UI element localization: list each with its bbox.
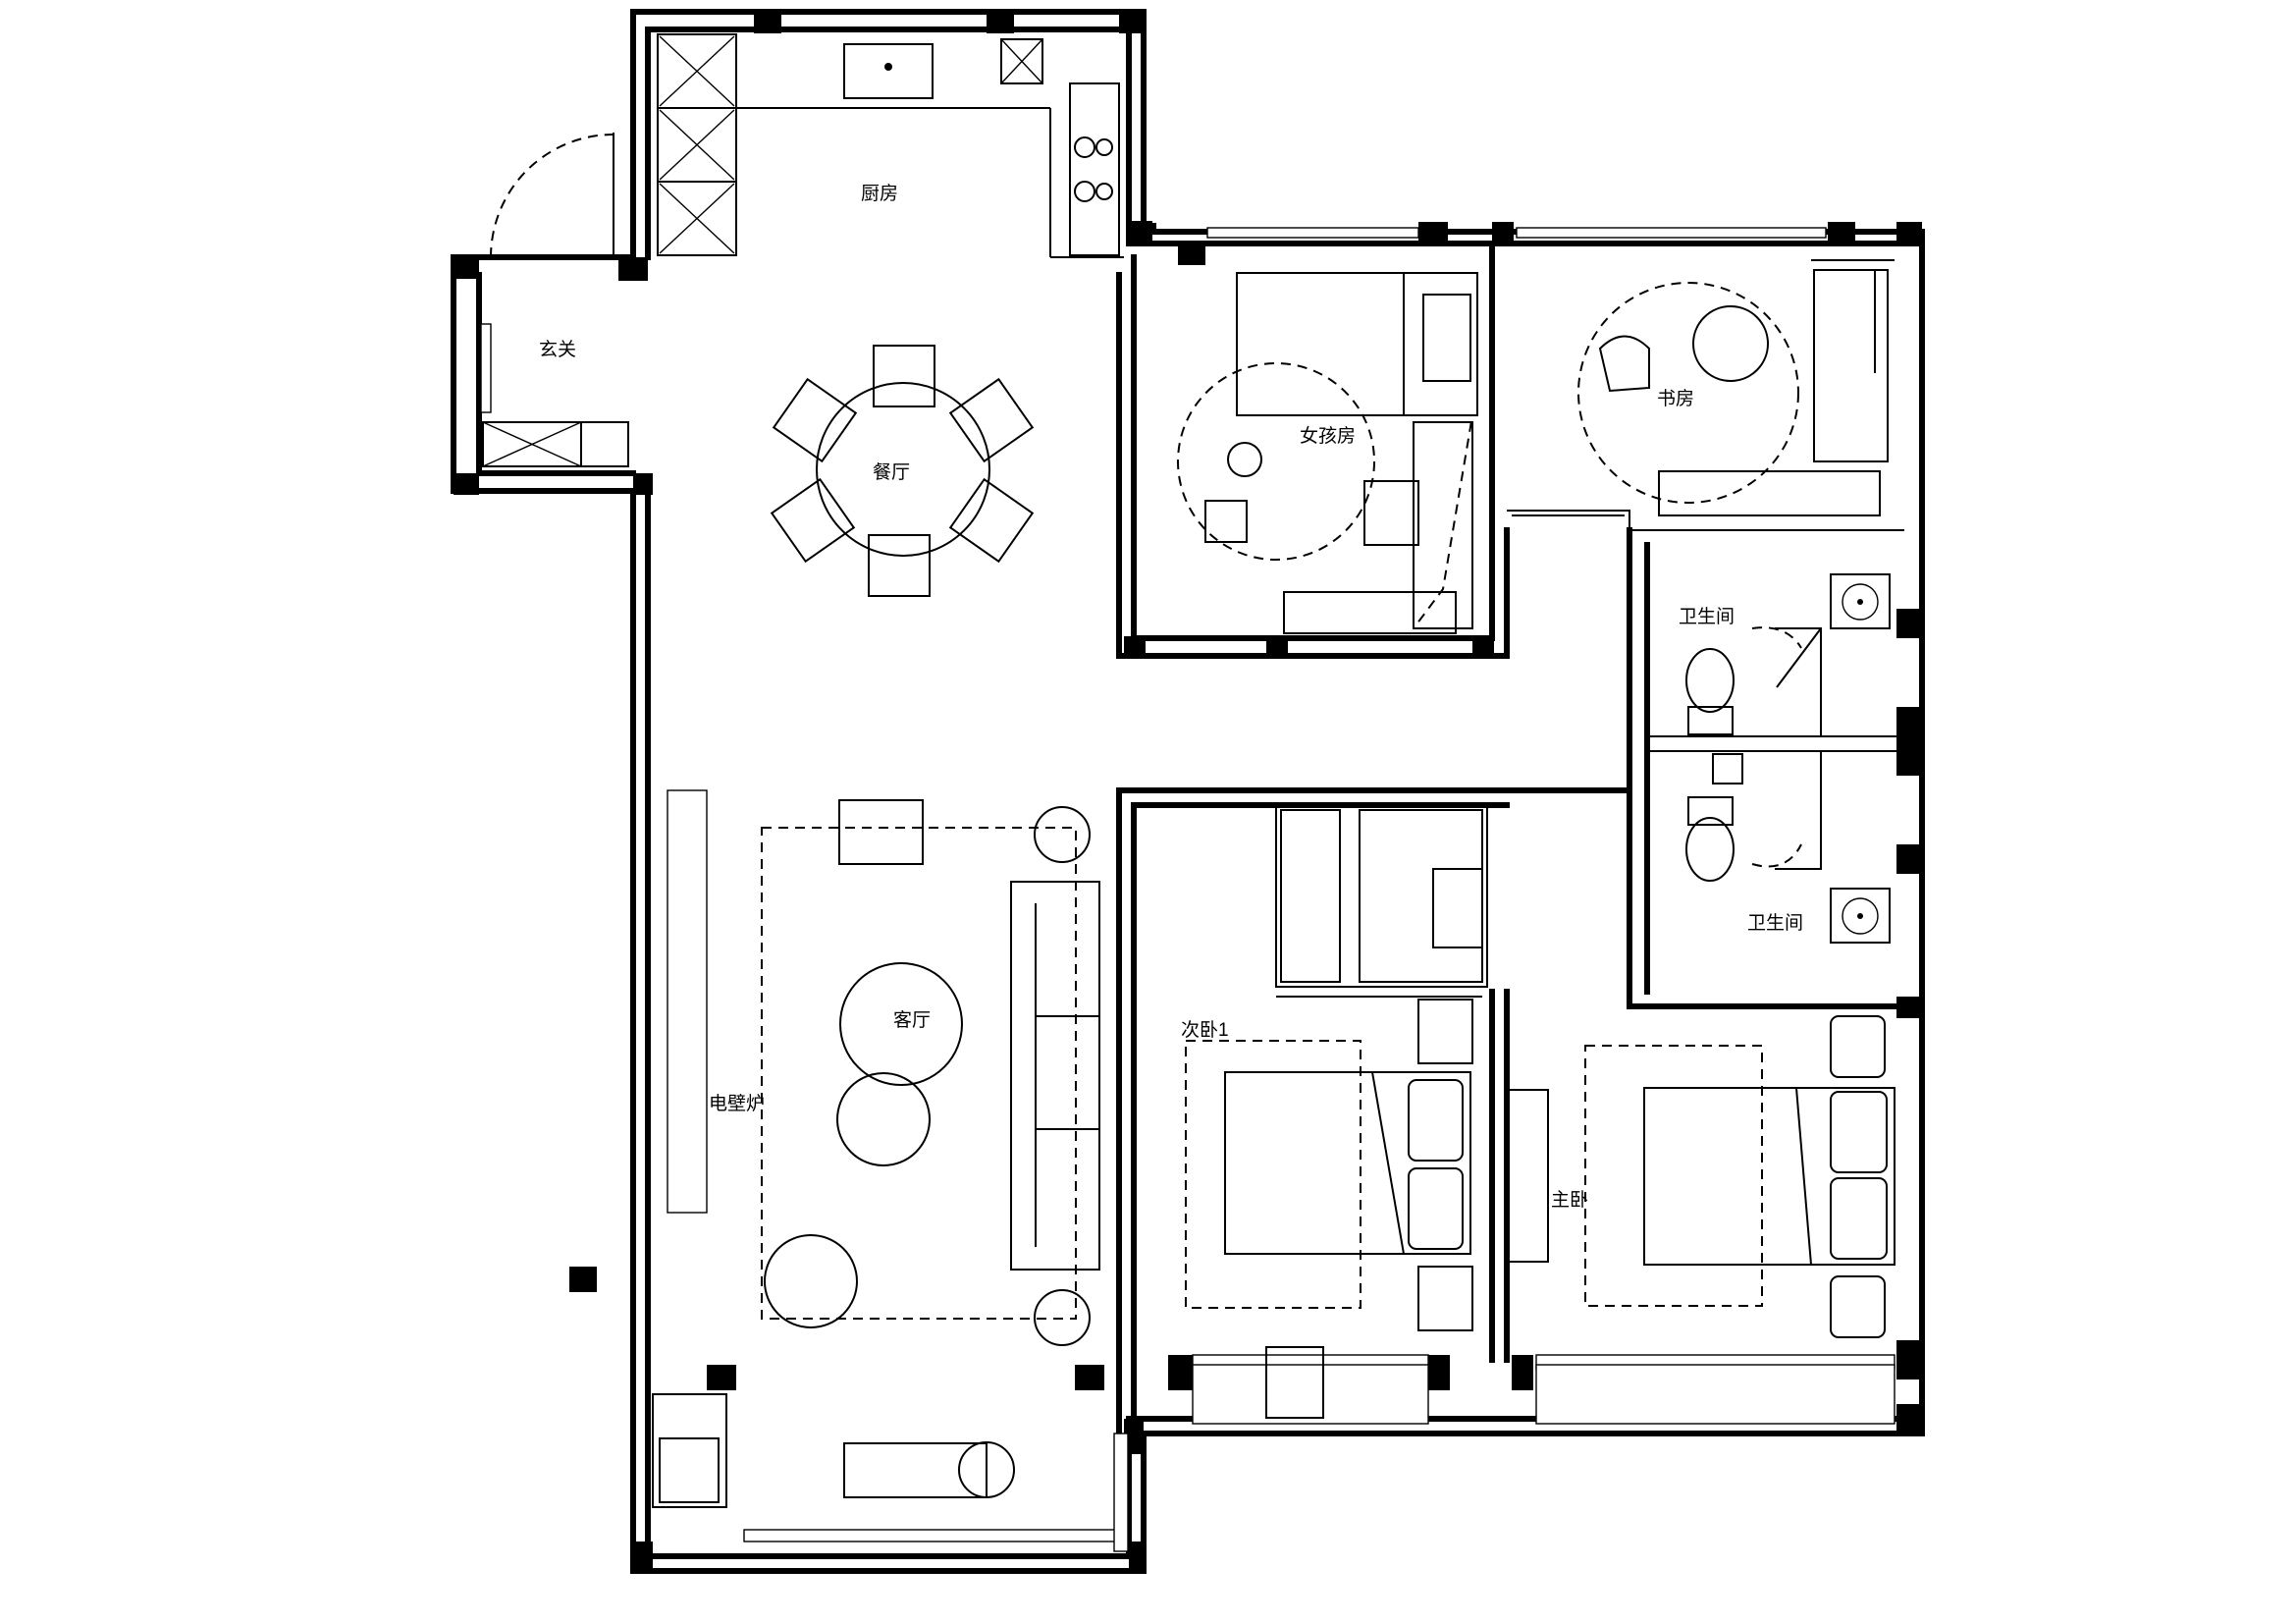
living-furniture [761, 799, 1100, 1498]
study-label: 书房 [1657, 388, 1694, 409]
bath-lower-label: 卫生间 [1747, 912, 1803, 934]
living-label: 客厅 [893, 1009, 931, 1031]
appliance-bottom-left [652, 1393, 727, 1508]
second-bedroom-furniture [1185, 809, 1483, 1419]
dining-label: 餐厅 [873, 461, 910, 483]
kitchen-label: 厨房 [861, 183, 898, 204]
master-bedroom-label: 主卧 [1551, 1189, 1588, 1211]
entry-cabinet [482, 421, 629, 467]
structural-columns [454, 12, 1922, 1571]
bathroom-lower-fixtures [1685, 751, 1891, 944]
master-bedroom-furniture [1508, 1015, 1896, 1338]
girl-room-label: 女孩房 [1300, 425, 1356, 447]
entry-label: 玄关 [539, 339, 576, 360]
kitchen-fixtures [657, 33, 1124, 258]
girl-room-furniture [1177, 272, 1478, 634]
windows [480, 227, 1896, 1552]
fireplace-label: 电壁炉 [709, 1093, 765, 1114]
entry-door [490, 133, 614, 258]
dining-table-set [770, 345, 1035, 597]
study-furniture [1577, 259, 1895, 516]
second-bedroom-label: 次卧1 [1181, 1019, 1229, 1041]
bathroom-upper-fixtures [1685, 573, 1891, 736]
room-labels: 厨房 玄关 餐厅 女孩房 书房 卫生间 卫生间 客厅 电壁炉 次卧1 主卧 [539, 183, 1803, 1211]
bath-upper-label: 卫生间 [1679, 606, 1735, 627]
interior-walls [1116, 241, 1907, 1436]
